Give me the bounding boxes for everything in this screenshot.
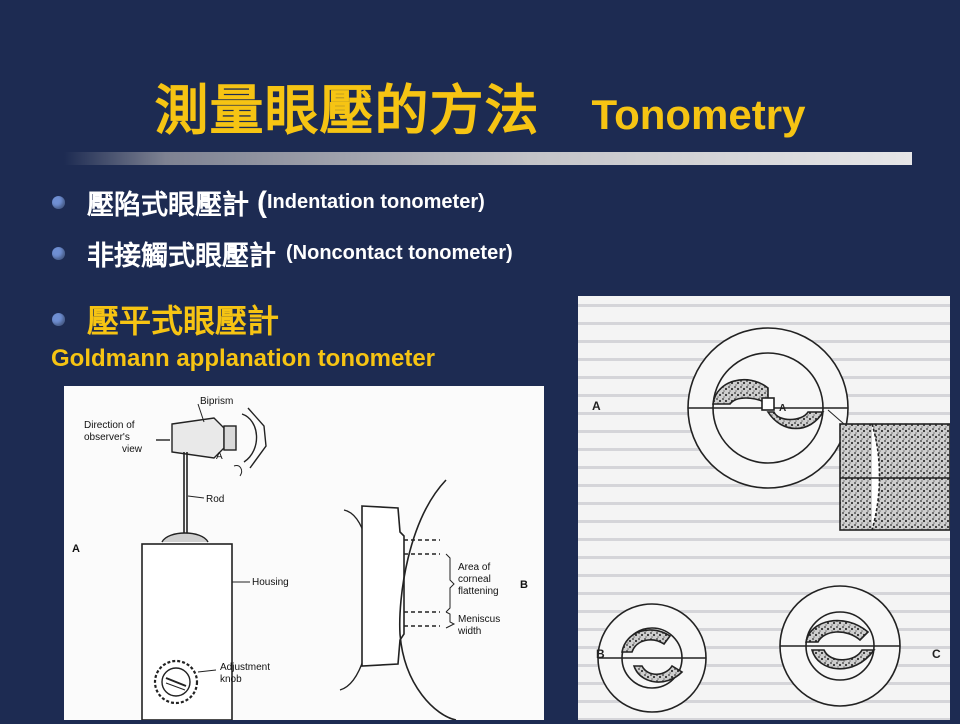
bullet-icon bbox=[52, 247, 65, 260]
label-a-inner: A bbox=[779, 403, 786, 414]
title-english: Tonometry bbox=[591, 91, 806, 138]
label-meniscus-2: width bbox=[457, 626, 481, 637]
label-direction-2: observer's bbox=[84, 432, 130, 443]
label-eye-a: A bbox=[216, 451, 223, 462]
bullet-label-zh: 壓陷式眼壓計 bbox=[87, 190, 249, 221]
bullet-icon bbox=[52, 312, 65, 326]
label-area-2: corneal bbox=[458, 574, 491, 585]
bullet-label-zh: 非接觸式眼壓計 bbox=[87, 241, 276, 272]
label-direction-3: view bbox=[122, 444, 143, 455]
label-c: C bbox=[932, 647, 941, 661]
label-direction-1: Direction of bbox=[84, 420, 135, 431]
bullet-label-en: Indentation tonometer) bbox=[267, 191, 485, 213]
label-a: A bbox=[592, 399, 601, 413]
bullet-label-zh: 壓平式眼壓計 bbox=[87, 302, 280, 340]
label-adjustment-2: knob bbox=[220, 674, 242, 685]
label-housing: Housing bbox=[252, 577, 289, 588]
label-adjustment-1: Adjustment bbox=[220, 662, 270, 673]
title-divider bbox=[64, 152, 912, 165]
label-rod: Rod bbox=[206, 494, 224, 505]
bullet-label-en: (Noncontact tonometer) bbox=[286, 242, 513, 264]
bullet-applanation: 壓平式眼壓計 bbox=[52, 296, 279, 342]
mires-diagram-svg: A A B C bbox=[578, 296, 950, 720]
bullet-indentation: 壓陷式眼壓計 ( Indentation tonometer) bbox=[52, 183, 485, 222]
label-b: B bbox=[596, 647, 605, 661]
label-panel-b: B bbox=[520, 579, 528, 591]
label-panel-a: A bbox=[72, 543, 80, 555]
bullet-noncontact: 非接觸式眼壓計 (Noncontact tonometer) bbox=[52, 234, 513, 273]
label-meniscus-1: Meniscus bbox=[458, 614, 500, 625]
applanation-subtitle: Goldmann applanation tonometer bbox=[51, 345, 436, 372]
bullet-paren: ( bbox=[257, 185, 267, 219]
title-chinese: 測量眼壓的方法 bbox=[154, 79, 540, 142]
label-area-3: flattening bbox=[458, 586, 499, 597]
tonometer-diagram-svg: Biprism Direction of observer's view A R… bbox=[72, 396, 528, 721]
label-area-1: Area of bbox=[458, 562, 490, 573]
mires-diagram: A A B C bbox=[578, 296, 950, 720]
tonometer-diagram: Biprism Direction of observer's view A R… bbox=[64, 386, 544, 721]
bullet-icon bbox=[52, 196, 65, 209]
label-biprism: Biprism bbox=[200, 396, 233, 407]
slide-title: 測量眼壓的方法 Tonometry bbox=[0, 66, 960, 145]
